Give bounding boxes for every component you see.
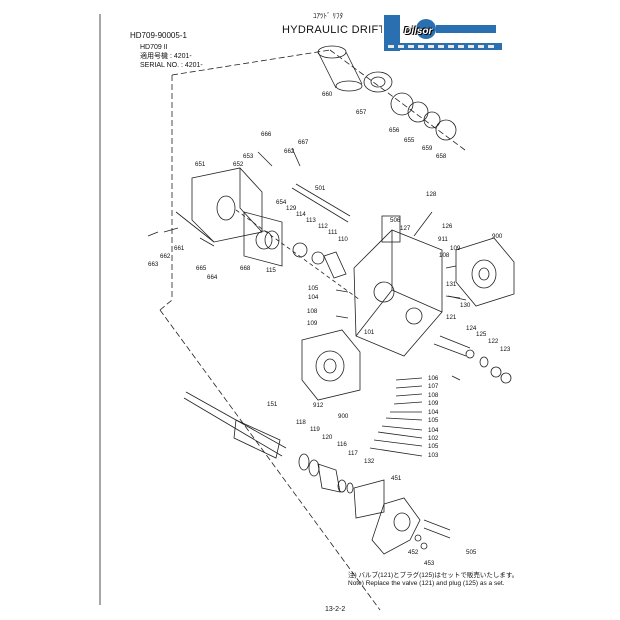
part-label: 501: [315, 185, 326, 192]
part-label: 651: [195, 161, 206, 168]
part-label: 911: [438, 236, 448, 243]
part-label: 104: [428, 427, 439, 434]
part-label: 128: [426, 191, 437, 198]
part-label: 109: [307, 320, 318, 327]
part-label: 659: [422, 145, 433, 152]
part-label: 667: [298, 139, 309, 146]
brand-logo: [382, 13, 504, 53]
part-label: 118: [296, 419, 306, 426]
part-label: 124: [466, 325, 477, 332]
part-label: 151: [267, 401, 278, 408]
footnote-japanese: 注) バルブ(121)とプラグ(125)はセットで販売いたします。: [348, 572, 519, 579]
model-name: HD709 II: [140, 44, 168, 51]
part-label: 652: [233, 161, 244, 168]
title-japanese: ﾕｱﾂﾄﾞ ﾘﾌﾀ: [313, 13, 343, 20]
page-title: HYDRAULIC DRIFTER: [282, 24, 402, 36]
part-label: 654: [276, 199, 287, 206]
part-label: 453: [424, 560, 435, 567]
part-label: 655: [404, 137, 415, 144]
part-label: 117: [348, 450, 358, 457]
part-label: 111: [328, 229, 338, 236]
part-label: 103: [428, 452, 439, 459]
part-label: 108: [428, 392, 439, 399]
part-label: 129: [286, 205, 297, 212]
part-label: 113: [306, 217, 316, 224]
part-label: 130: [460, 302, 471, 309]
part-label: 122: [488, 338, 499, 345]
part-label: 505: [466, 549, 477, 556]
part-label: 660: [322, 91, 333, 98]
page-number: 13-2-2: [325, 606, 346, 613]
model-info: HD709 II 適用号機 : 4201- SERIAL NO. : 4201-: [140, 43, 203, 70]
part-label: 109: [450, 245, 461, 252]
part-label: 662: [160, 253, 171, 260]
part-label: 108: [307, 308, 318, 315]
part-label: 114: [296, 211, 306, 218]
applicable-serial-jp: 適用号機 : 4201-: [140, 53, 192, 60]
part-label: 110: [338, 236, 348, 243]
part-label: 658: [436, 153, 447, 160]
part-label: 109: [428, 400, 439, 407]
part-label: 912: [313, 402, 324, 409]
part-label: 666: [261, 131, 272, 138]
part-label: 668: [240, 265, 251, 272]
part-label: 105: [428, 417, 439, 424]
part-label: 452: [408, 549, 419, 556]
part-label: 506: [390, 217, 401, 224]
logo-text: Dilsor: [404, 26, 433, 37]
part-label: 663: [148, 261, 159, 268]
part-label: 653: [243, 153, 254, 160]
document-id: HD709-90005-1: [130, 31, 187, 40]
footnote-english: Note) Replace the valve (121) and plug (…: [348, 580, 505, 587]
part-label: 121: [446, 314, 457, 321]
part-label: 664: [207, 274, 218, 281]
part-label: 131: [446, 281, 457, 288]
footnote: 注) バルブ(121)とプラグ(125)はセットで販売いたします。 Note) …: [348, 572, 518, 588]
part-label: 102: [428, 435, 439, 442]
part-label: 106: [428, 375, 439, 382]
part-label: 105: [428, 443, 439, 450]
part-label: 662: [284, 148, 295, 155]
part-label: 900: [338, 413, 349, 420]
serial-number: SERIAL NO. : 4201-: [140, 62, 203, 69]
part-label: 661: [174, 245, 185, 252]
part-label: 123: [500, 346, 511, 353]
part-label: 451: [391, 475, 402, 482]
part-label: 107: [428, 383, 439, 390]
part-label: 120: [322, 434, 333, 441]
part-label: 105: [308, 285, 319, 292]
part-label: 119: [310, 426, 320, 433]
part-label: 112: [318, 223, 328, 230]
part-label: 116: [337, 441, 347, 448]
part-label: 665: [196, 265, 207, 272]
part-label: 108: [439, 252, 450, 259]
part-label: 101: [364, 329, 375, 336]
part-callouts: 660 657 656 655 659 658 666 667 653 652 …: [148, 91, 511, 567]
part-label: 132: [364, 458, 375, 465]
part-label: 127: [400, 225, 411, 232]
part-label: 657: [356, 109, 367, 116]
part-label: 126: [442, 223, 453, 230]
part-label: 656: [389, 127, 400, 134]
part-label: 900: [492, 233, 503, 240]
part-label: 125: [476, 331, 487, 338]
part-label: 104: [308, 294, 319, 301]
part-label: 115: [266, 267, 276, 274]
part-label: 104: [428, 409, 439, 416]
